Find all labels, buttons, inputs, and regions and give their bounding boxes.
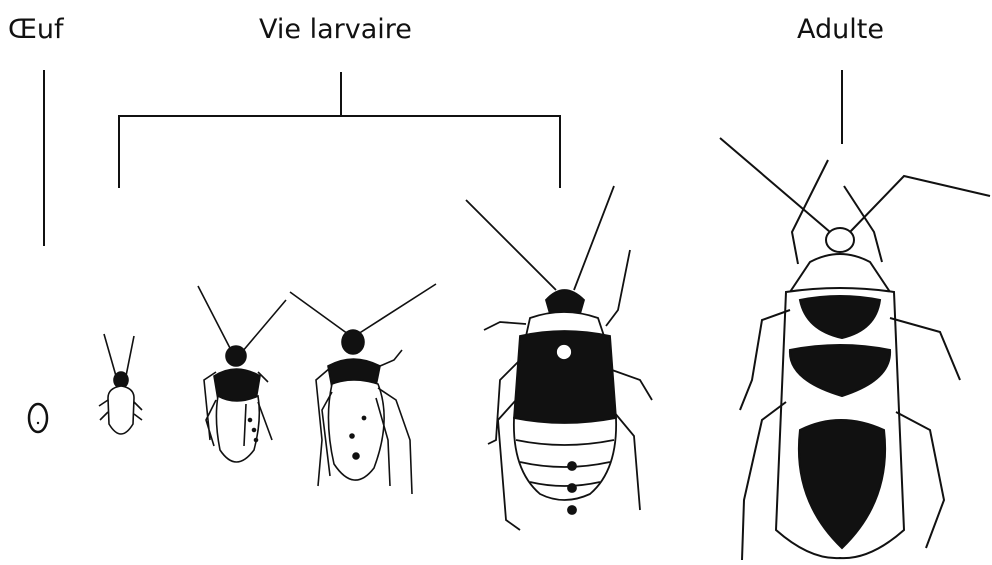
larva-instar-1-illustration (99, 334, 142, 434)
larva-instar-2-illustration (198, 286, 286, 462)
larva-bracket (119, 116, 560, 188)
larva-instar-4-illustration (466, 186, 652, 530)
connector-lines (44, 70, 842, 246)
larva-instar-3-illustration (290, 284, 436, 494)
egg-illustration (29, 404, 47, 432)
adult-illustration (720, 138, 990, 560)
